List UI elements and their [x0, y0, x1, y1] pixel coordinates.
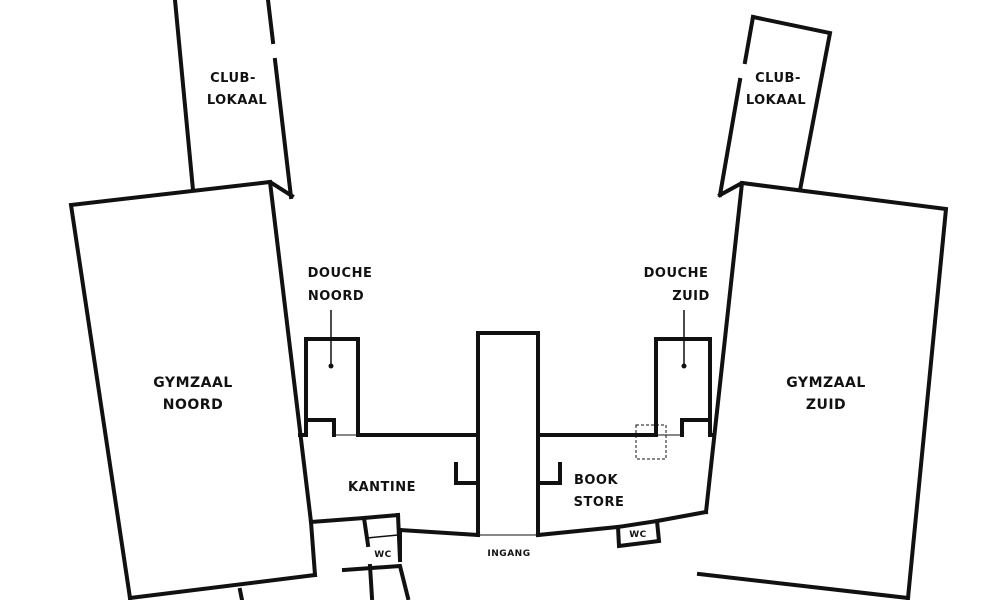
label-douche-zuid-1: DOUCHE	[644, 266, 709, 281]
label-douche-zuid-2: ZUID	[672, 289, 710, 304]
room-wc-west	[237, 512, 411, 600]
label-clublokaal-zuid-2: LOKAAL	[746, 93, 806, 108]
room-clublokaal-zuid	[717, 14, 833, 198]
label-wc-east: WC	[629, 530, 647, 540]
label-gymzaal-noord-1: GYMZAAL	[153, 375, 233, 391]
room-douche-zuid	[654, 337, 712, 437]
label-gymzaal-zuid-2: ZUID	[806, 397, 846, 413]
label-clublokaal-noord-1: CLUB-	[210, 71, 256, 86]
label-clublokaal-noord-2: LOKAAL	[207, 93, 267, 108]
label-gymzaal-zuid-1: GYMZAAL	[786, 375, 866, 391]
label-book-store-2: STORE	[574, 495, 625, 510]
label-kantine: KANTINE	[348, 480, 416, 495]
room-gymzaal-zuid	[696, 180, 949, 600]
label-ingang: INGANG	[487, 549, 530, 559]
room-clublokaal-noord	[172, 0, 294, 200]
label-clublokaal-zuid-1: CLUB-	[755, 71, 801, 86]
room-wc-east	[615, 518, 662, 549]
douche-zuid-pointer	[681, 310, 687, 369]
central-block	[298, 331, 714, 538]
label-douche-noord-2: NOORD	[308, 289, 364, 304]
label-book-store-1: BOOK	[574, 473, 619, 488]
label-douche-noord-1: DOUCHE	[308, 266, 373, 281]
label-gymzaal-noord-2: NOORD	[163, 397, 223, 413]
room-gymzaal-noord	[68, 179, 318, 600]
room-douche-noord	[304, 337, 360, 437]
douche-noord-pointer	[328, 310, 334, 369]
label-wc-west: WC	[374, 550, 392, 560]
